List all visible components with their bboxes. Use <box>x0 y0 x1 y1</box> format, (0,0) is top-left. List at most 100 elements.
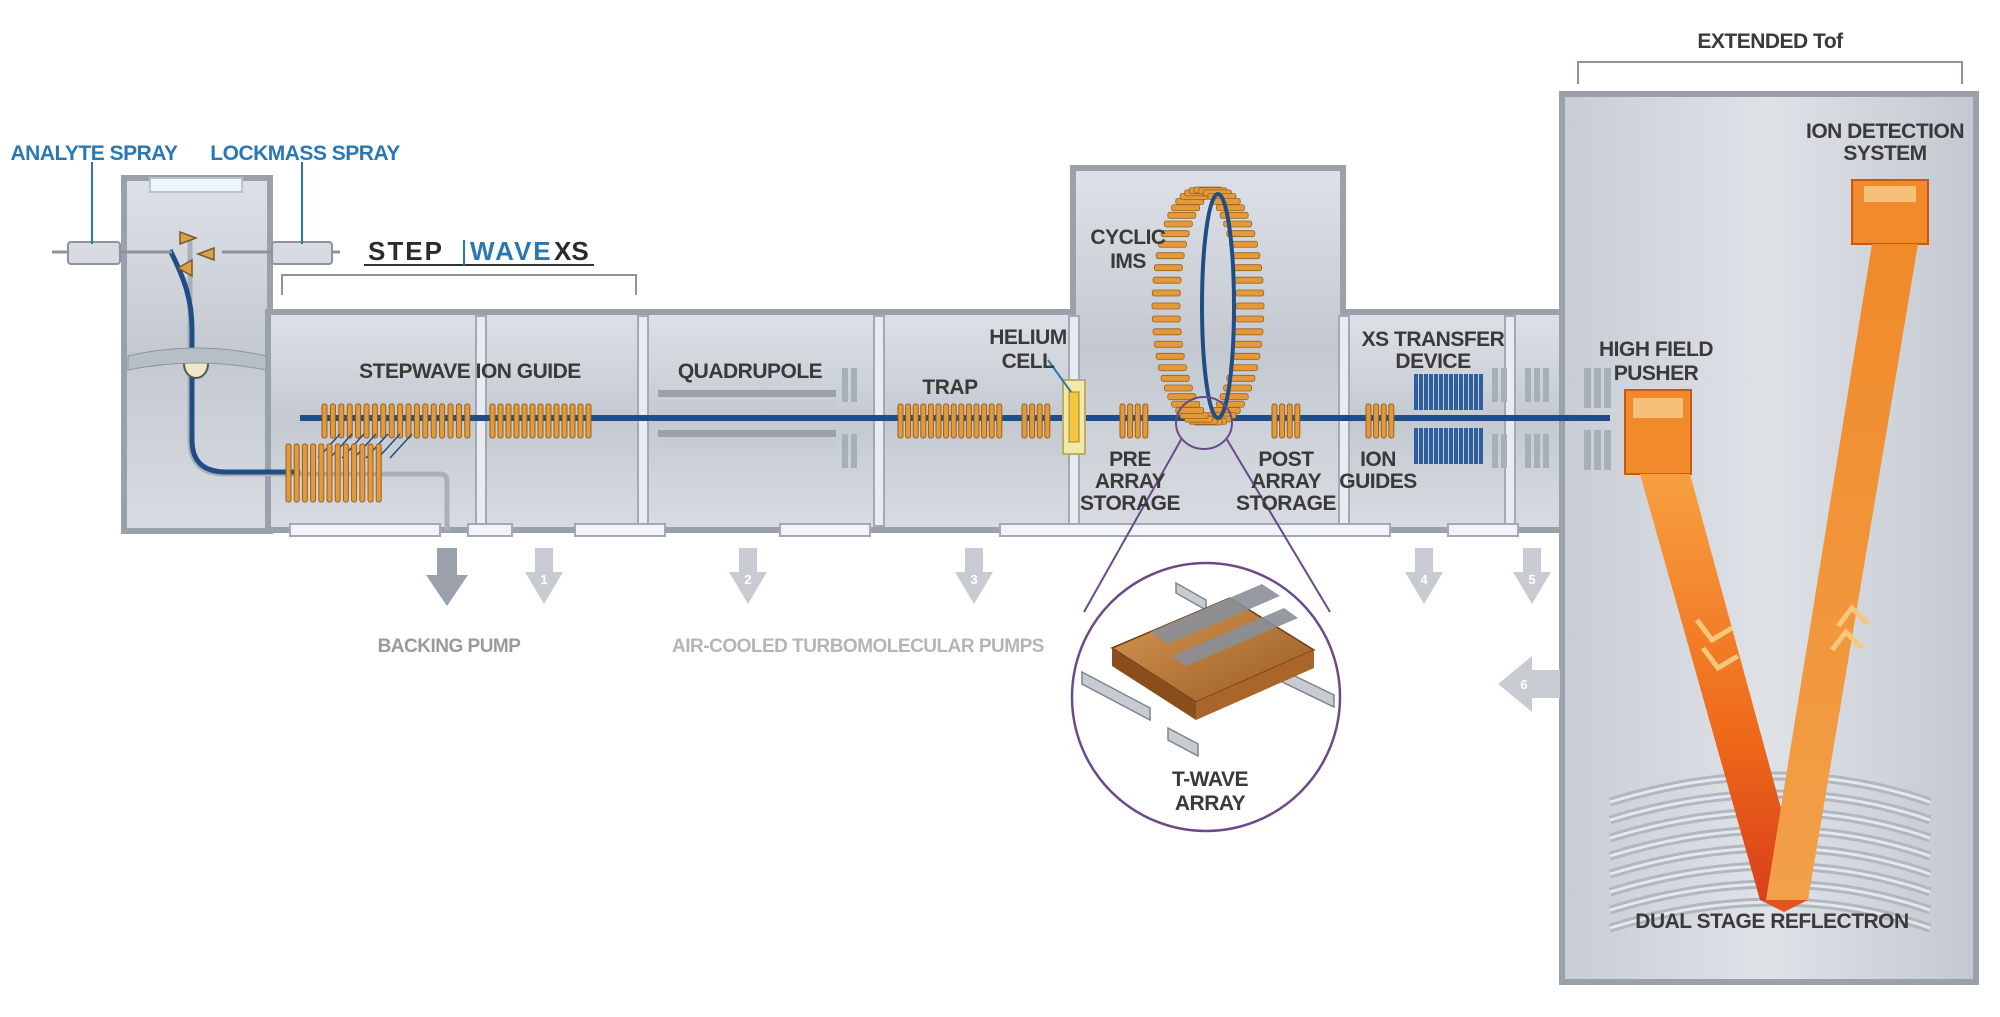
tof-entrance-plate <box>1594 368 1601 408</box>
aperture-plate <box>1525 434 1531 468</box>
trap-ring <box>1029 403 1036 439</box>
stepwave-ring <box>326 443 333 503</box>
xs-device-plate <box>1474 374 1478 410</box>
stepwave-ring <box>489 403 496 439</box>
ims-segment <box>1235 302 1265 310</box>
ims-segment <box>1160 230 1190 238</box>
stepwave-ring <box>521 403 528 439</box>
xs-device-plate <box>1454 374 1458 410</box>
pump-arrow-6: 6 <box>1498 656 1560 712</box>
ims-segment <box>1234 276 1264 284</box>
stepwave-lower-rings <box>285 443 382 503</box>
label-pre-array-3: STORAGE <box>1080 492 1180 515</box>
xs-device-plate <box>1429 428 1433 464</box>
trap-ring <box>905 403 912 439</box>
label-high-field-pusher-1: HIGH FIELD <box>1599 338 1713 361</box>
stepwave-ring <box>338 403 345 439</box>
tof-beam-down <box>1640 474 1806 900</box>
tof-entrance-plate <box>1604 430 1611 470</box>
pre-array-ring <box>1134 403 1141 439</box>
label-post-array-2: ARRAY <box>1251 470 1322 493</box>
label-high-field-pusher-2: PUSHER <box>1614 362 1699 385</box>
trap-ring <box>920 403 927 439</box>
lockmass-sprayer <box>222 162 340 265</box>
backing-pump-arrow <box>426 548 468 606</box>
aperture-plate <box>851 434 857 468</box>
label-xs-transfer-2: DEVICE <box>1395 350 1471 373</box>
trap-ring <box>950 403 957 439</box>
label-cyclic-ims-1: CYCLIC <box>1090 226 1166 249</box>
trap-ring <box>927 403 934 439</box>
stepwave-field-line <box>329 433 353 459</box>
stepwave-ring <box>405 403 412 439</box>
ims-segment <box>1219 393 1249 401</box>
stepwave-second-rings <box>489 403 592 439</box>
analyte-sprayer <box>52 162 172 265</box>
xs-transfer-device <box>1414 374 1483 464</box>
aperture-plate <box>1525 368 1531 402</box>
label-helium-cell-2: CELL <box>1002 350 1056 373</box>
tof-entrance-plates <box>1584 368 1611 470</box>
trap-ring <box>988 403 995 439</box>
stepwave-ring <box>318 443 325 503</box>
stepwave-ring <box>430 403 437 439</box>
stepwave-ring <box>537 403 544 439</box>
stepwave-ring <box>413 403 420 439</box>
xs-device-plate <box>1434 374 1438 410</box>
pump-number-6: 6 <box>1520 677 1527 692</box>
ims-segment <box>1152 328 1182 336</box>
stepwave-ring <box>367 443 374 503</box>
turbo-pump-arrow <box>1405 548 1443 604</box>
xs-device-plate <box>1444 374 1448 410</box>
stepwave-field-line <box>389 433 413 459</box>
stepwave-ring <box>422 403 429 439</box>
xs-device-plate <box>1429 374 1433 410</box>
aperture-plate <box>1534 368 1540 402</box>
xs-device-plate <box>1419 428 1423 464</box>
label-ion-guides-2: GUIDES <box>1339 470 1417 493</box>
stepwave-ring <box>375 443 382 503</box>
xs-device-plate <box>1464 428 1468 464</box>
ims-segment <box>1234 328 1264 336</box>
xs-device-plate <box>1479 428 1483 464</box>
ims-segment <box>1158 240 1187 248</box>
ims-segment <box>1226 374 1256 382</box>
ims-segment <box>1151 289 1181 297</box>
ion-guide-ring <box>1373 403 1380 439</box>
post-array-ring <box>1286 403 1293 439</box>
ims-segment <box>1152 276 1182 284</box>
post-array-rings <box>1271 403 1301 439</box>
label-ion-detection-1: ION DETECTION <box>1806 120 1964 143</box>
stepwave-ring <box>285 443 292 503</box>
xs-device-plate <box>1419 374 1423 410</box>
ims-segment <box>1229 364 1258 372</box>
label-turbo-pumps: AIR-COOLED TURBOMOLECULAR PUMPS <box>672 636 1044 657</box>
label-post-array-3: STORAGE <box>1236 492 1336 515</box>
turbo-pump-arrow <box>955 548 993 604</box>
t-wave-array-illustration <box>1081 581 1335 758</box>
xs-device-plate <box>1449 428 1453 464</box>
pump-number-1: 1 <box>540 572 547 587</box>
ims-segment <box>1167 211 1197 219</box>
logo-wave: WAVE <box>470 236 553 266</box>
stepwave-ring <box>293 443 300 503</box>
source-baffle <box>127 347 267 371</box>
helium-cell-pointer <box>1047 359 1072 393</box>
ims-segment <box>1153 264 1183 272</box>
aperture-plate <box>1543 368 1549 402</box>
label-stepwave-ion-guide: STEPWAVE ION GUIDE <box>359 360 581 383</box>
xs-device-plate <box>1454 428 1458 464</box>
stepwave-ring <box>497 403 504 439</box>
label-helium-cell-1: HELIUM <box>989 326 1067 349</box>
ims-segment <box>1229 240 1258 248</box>
label-lockmass-spray: LOCKMASS SPRAY <box>210 142 400 165</box>
stepwave-ring <box>513 403 520 439</box>
xs-device-plate <box>1434 428 1438 464</box>
xs-device-plate <box>1469 374 1473 410</box>
aperture-plate <box>1501 368 1507 402</box>
pump-port-slots <box>289 523 1519 537</box>
pump-number-4: 4 <box>1420 572 1428 587</box>
stepwave-ring <box>561 403 568 439</box>
ims-segment <box>1226 230 1256 238</box>
